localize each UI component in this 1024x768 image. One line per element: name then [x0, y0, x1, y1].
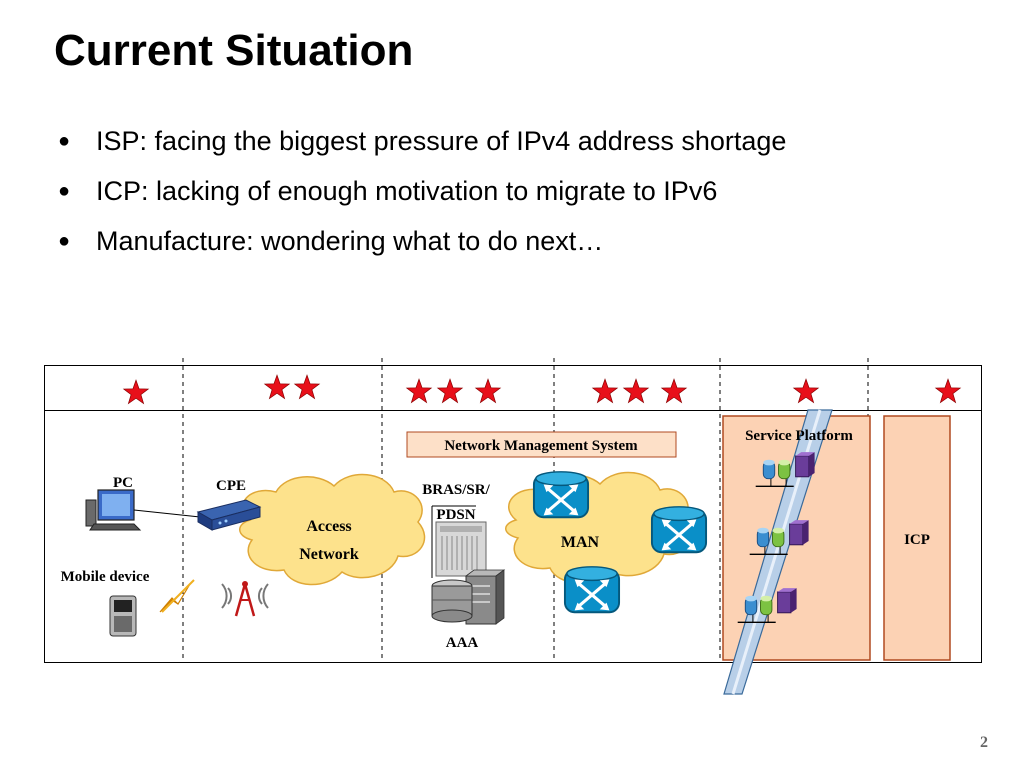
bullet-dot-icon: ●: [58, 180, 71, 202]
bras-label-line2: PDSN: [436, 507, 475, 523]
access-network-cloud: [239, 473, 426, 586]
star-ratings: [123, 374, 961, 404]
mobile-phone-icon: [109, 595, 137, 637]
star-icon: [935, 378, 961, 403]
aaa-server-icon: [431, 569, 506, 625]
bullet-text: Manufacture: wondering what to do next…: [96, 226, 604, 256]
star-icon: [437, 378, 463, 403]
pc-cpe-link: [133, 509, 201, 518]
star-icon: [623, 378, 649, 403]
pc-icon: [85, 489, 142, 531]
star-icon: [294, 374, 320, 399]
pc-label: PC: [113, 475, 133, 491]
star-icon: [406, 378, 432, 403]
antenna-tower-icon: [221, 581, 269, 617]
star-icon: [793, 378, 819, 403]
bullet-item: ● Manufacture: wondering what to do next…: [58, 220, 958, 262]
network-diagram: PC CPE Mobile device Access Network Netw…: [44, 358, 982, 695]
page-number: 2: [980, 734, 988, 751]
star-icon: [661, 378, 687, 403]
man-label: MAN: [561, 534, 600, 551]
bullet-dot-icon: ●: [58, 130, 71, 152]
star-icon: [475, 378, 501, 403]
bullet-text: ISP: facing the biggest pressure of IPv4…: [96, 126, 787, 156]
bullet-item: ● ICP: lacking of enough motivation to m…: [58, 170, 958, 212]
router-icon: [532, 470, 590, 519]
router-icon: [563, 565, 621, 614]
star-icon: [264, 374, 290, 399]
bullet-item: ● ISP: facing the biggest pressure of IP…: [58, 120, 958, 162]
star-icon: [123, 379, 149, 404]
bullet-text: ICP: lacking of enough motivation to mig…: [96, 176, 718, 206]
icp-label: ICP: [904, 532, 930, 548]
access-network-label-line1: Access: [306, 518, 351, 535]
access-network-label-line2: Network: [299, 546, 359, 563]
bullet-list: ● ISP: facing the biggest pressure of IP…: [58, 120, 958, 270]
cpe-label: CPE: [216, 478, 246, 494]
nms-box: [406, 431, 677, 458]
aaa-label: AAA: [446, 635, 479, 651]
icp-box: [883, 415, 951, 661]
bras-label-line1: BRAS/SR/: [422, 482, 490, 498]
cpe-modem-icon: [196, 499, 262, 531]
slide-title: Current Situation: [54, 26, 414, 75]
router-icon: [650, 505, 708, 554]
diagram-frame: [44, 365, 982, 663]
bullet-dot-icon: ●: [58, 230, 71, 252]
nms-label: Network Management System: [444, 438, 638, 454]
bras-chassis-icon: [431, 505, 487, 578]
star-icon: [592, 378, 618, 403]
service-platform-label: Service Platform: [745, 428, 853, 444]
wireless-lightning-icon: [159, 579, 195, 613]
mobile-device-label: Mobile device: [61, 569, 150, 585]
